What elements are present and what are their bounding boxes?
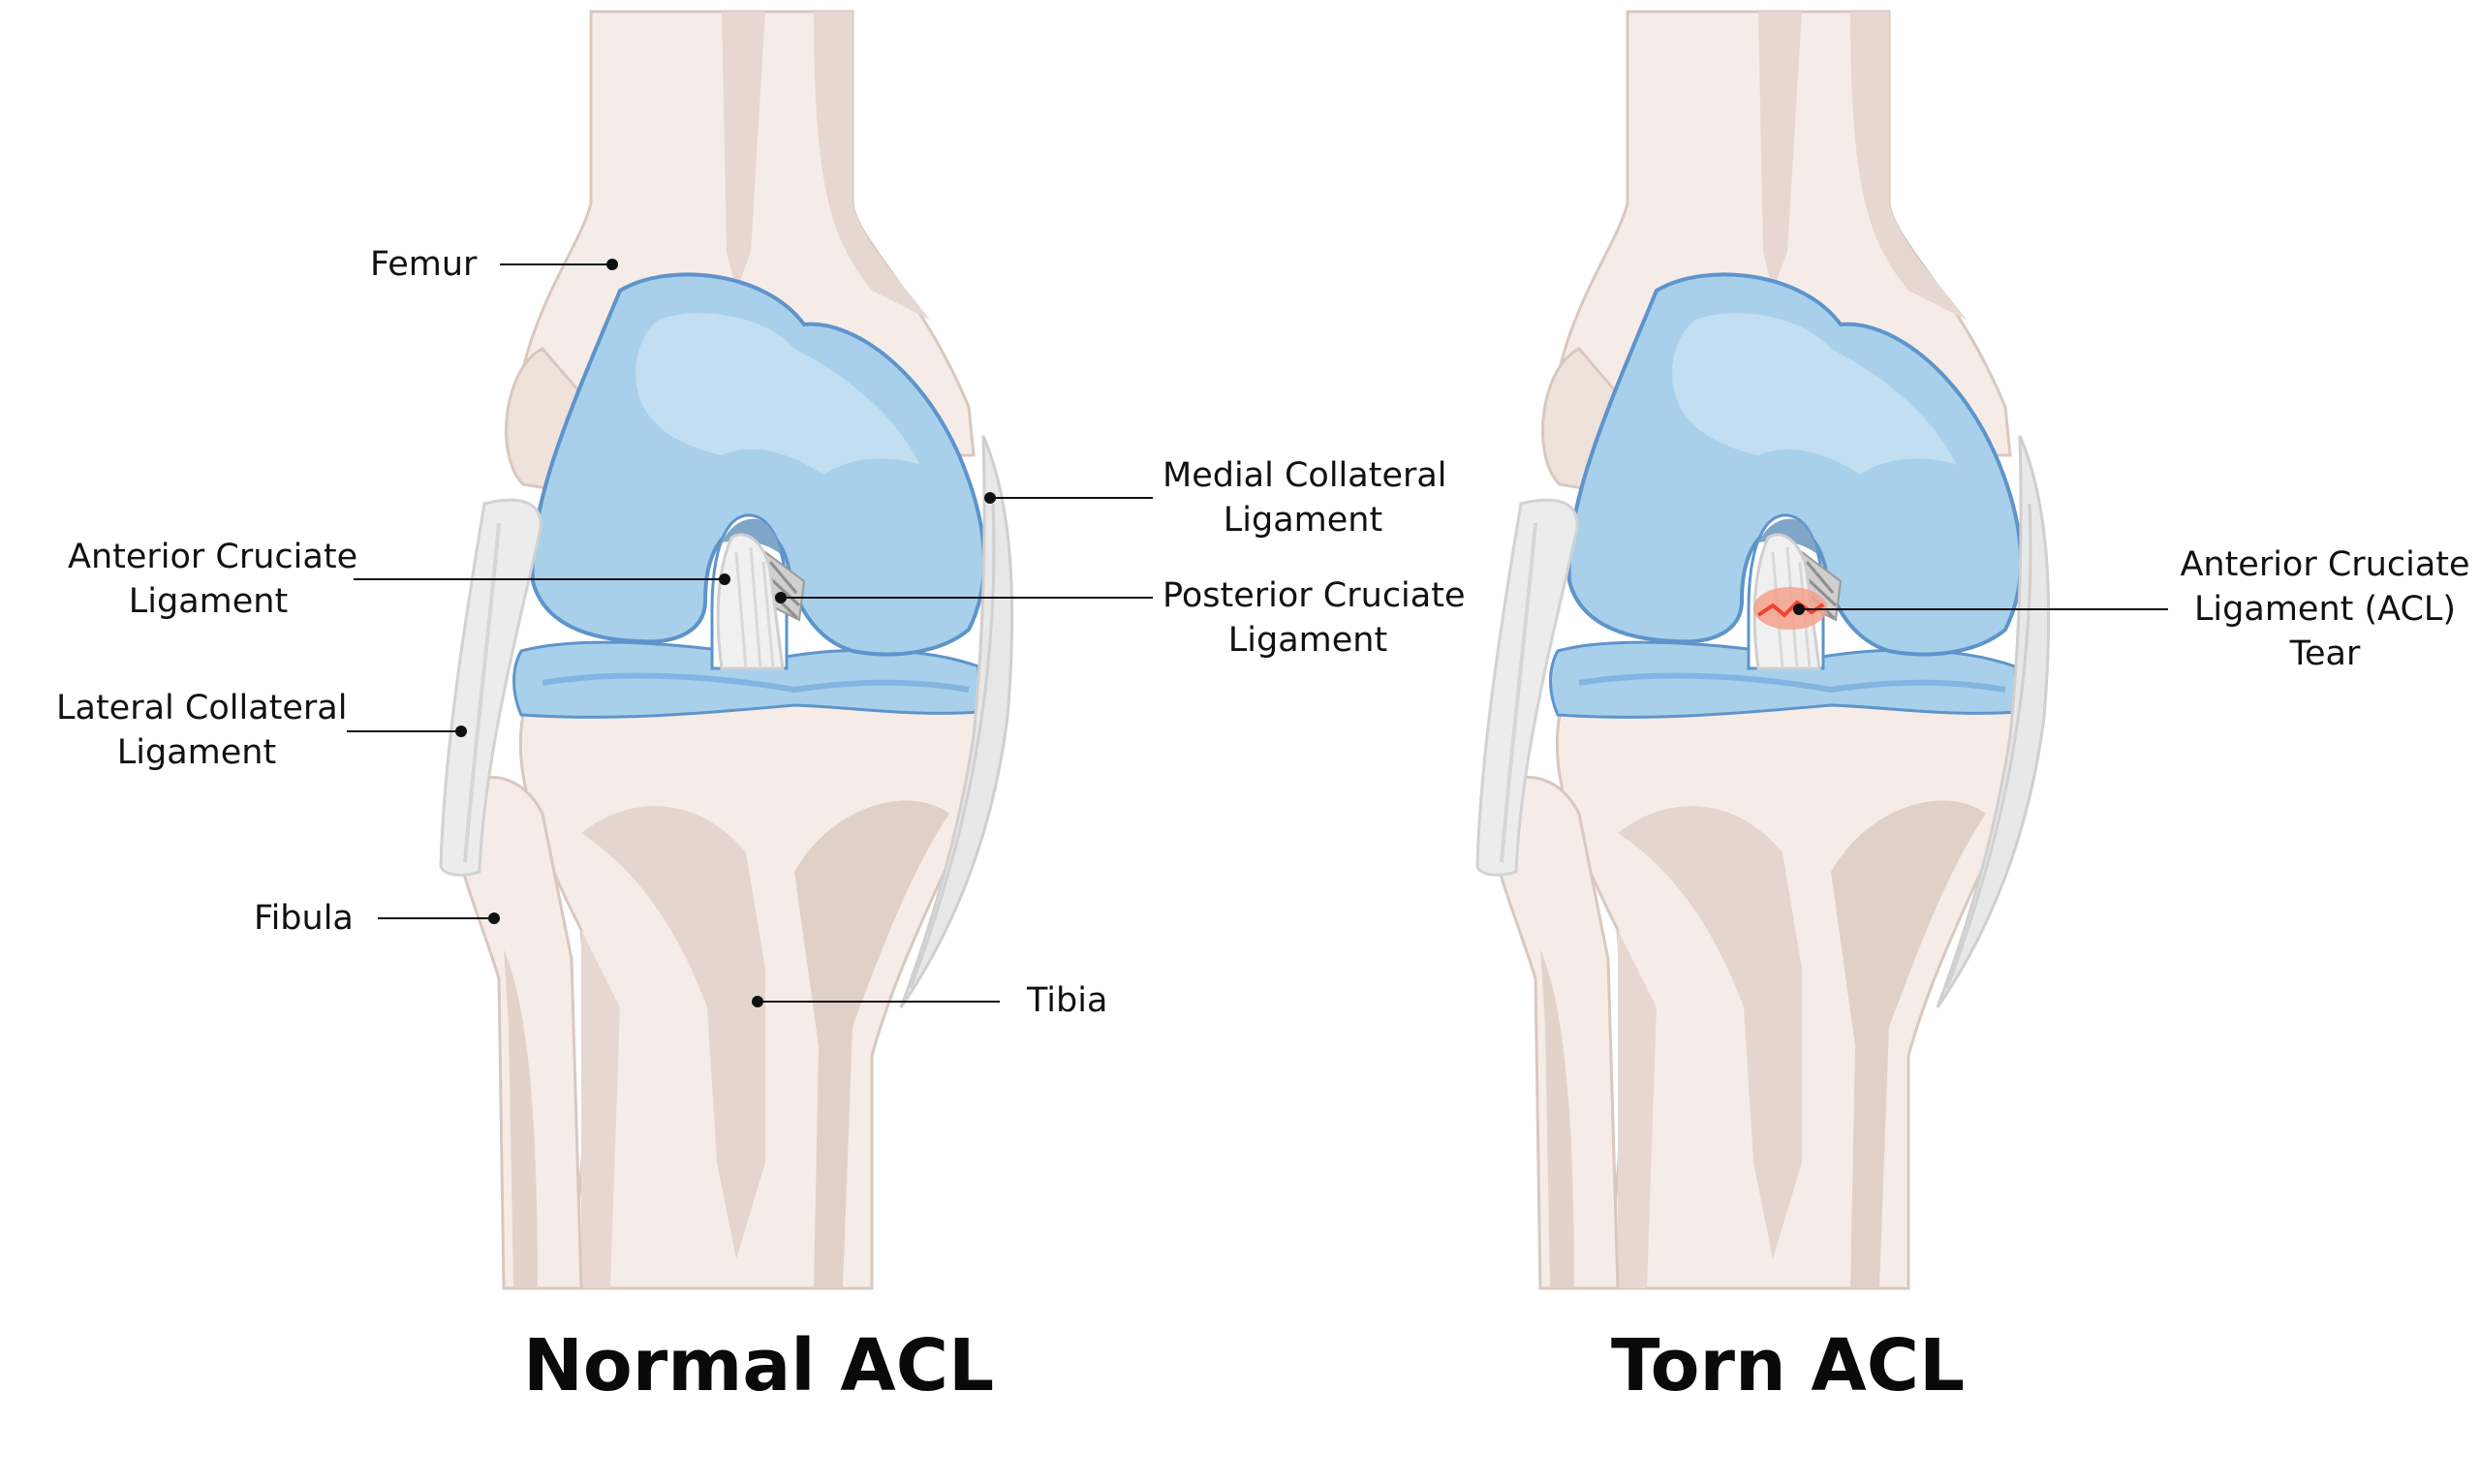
label-fibula: Fibula <box>254 899 354 938</box>
normal-knee-illustration <box>441 12 1012 1288</box>
title-normal-acl: Normal ACL <box>523 1324 995 1407</box>
label-tibia: Tibia <box>1027 981 1108 1020</box>
torn-acl-ligament <box>1752 533 1827 670</box>
leader-lines <box>347 259 2168 1007</box>
title-torn-acl: Torn ACL <box>1611 1324 1966 1407</box>
torn-knee-illustration <box>1477 12 2049 1288</box>
normal-acl-ligament <box>716 533 785 670</box>
label-femur: Femur <box>370 245 478 284</box>
